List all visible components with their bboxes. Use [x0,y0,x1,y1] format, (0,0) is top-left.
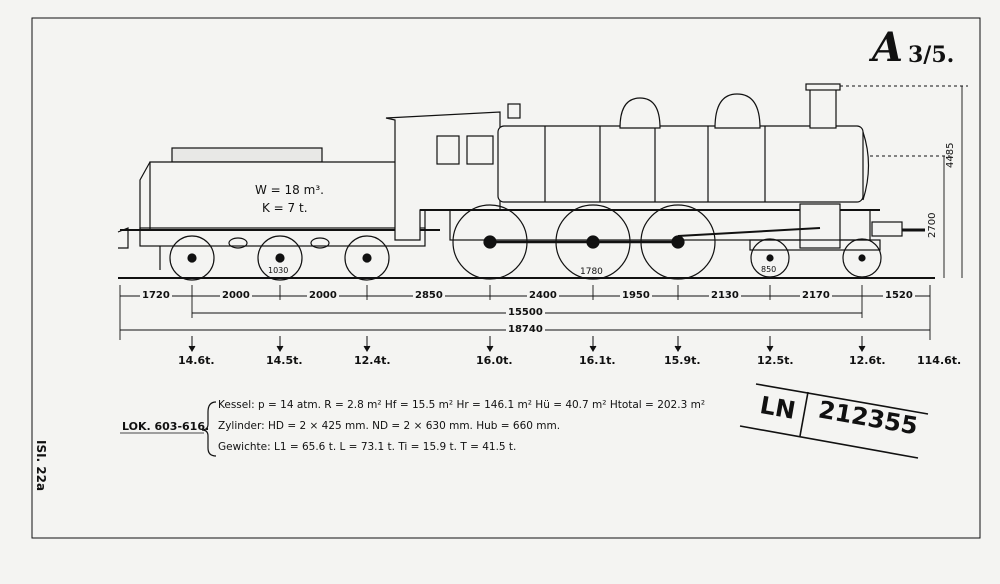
axle-load: 16.1t. [579,354,616,367]
spacing-dim: 2130 [709,290,741,301]
axle-load-total: 114.6t. [917,354,962,367]
stamp-prefix: LN [757,391,798,425]
bogie-wheel-diameter: 850 [761,265,777,274]
spacing-dim: 2000 [307,290,339,301]
axle-load: 14.6t. [178,354,215,367]
spec-gewichte: Gewichte: L1 = 65.6 t. L = 73.1 t. Ti = … [218,441,517,453]
coupled-wheel-diameter: 1780 [580,267,603,277]
axle-load: 12.6t. [849,354,886,367]
axle-load: 15.9t. [664,354,701,367]
spacing-dim: 2170 [800,290,832,301]
coal-capacity: K = 7 t. [262,201,308,215]
axle-load: 12.4t. [354,354,391,367]
stamp-frame [739,383,929,459]
axle-load: 14.5t. [266,354,303,367]
loco-number-label: LOK. 603-616. [122,420,210,433]
overall-length-dim: 18740 [506,324,545,335]
spacing-dim: 1720 [140,290,172,301]
vertical-dimensions [840,85,968,278]
axle-load: 16.0t. [476,354,513,367]
axle-load: 12.5t. [757,354,794,367]
tender-wheel-diameter: 1030 [268,266,289,275]
wheelbase-dim: 15500 [506,307,545,318]
axle-load-arrows [188,336,866,352]
spec-brace [201,401,217,457]
spacing-dim: 2400 [527,290,559,301]
coupled-wheels [452,204,821,280]
spec-kessel: Kessel: p = 14 atm. R = 2.8 m² Hf = 15.5… [218,399,706,411]
class-fraction: 3/5. [908,42,955,68]
bogie-wheels [749,238,882,278]
spacing-dim: 1520 [883,290,915,301]
spacing-dim: 1950 [620,290,652,301]
boiler-axis-dim: 2700 [927,212,938,238]
spacing-dim: 2000 [220,290,252,301]
height-total-dim: 4485 [945,142,956,168]
class-title: A [872,24,904,71]
sheet-border [31,17,981,539]
tender-wheels [169,235,390,281]
water-capacity: W = 18 m³. [255,183,324,197]
tender [117,147,440,270]
margin-note: ISI. 22a [34,440,48,492]
spec-zylinder: Zylinder: HD = 2 × 425 mm. ND = 2 × 630 … [218,420,561,432]
spacing-dim: 2850 [413,290,445,301]
locomotive-body [385,83,925,249]
